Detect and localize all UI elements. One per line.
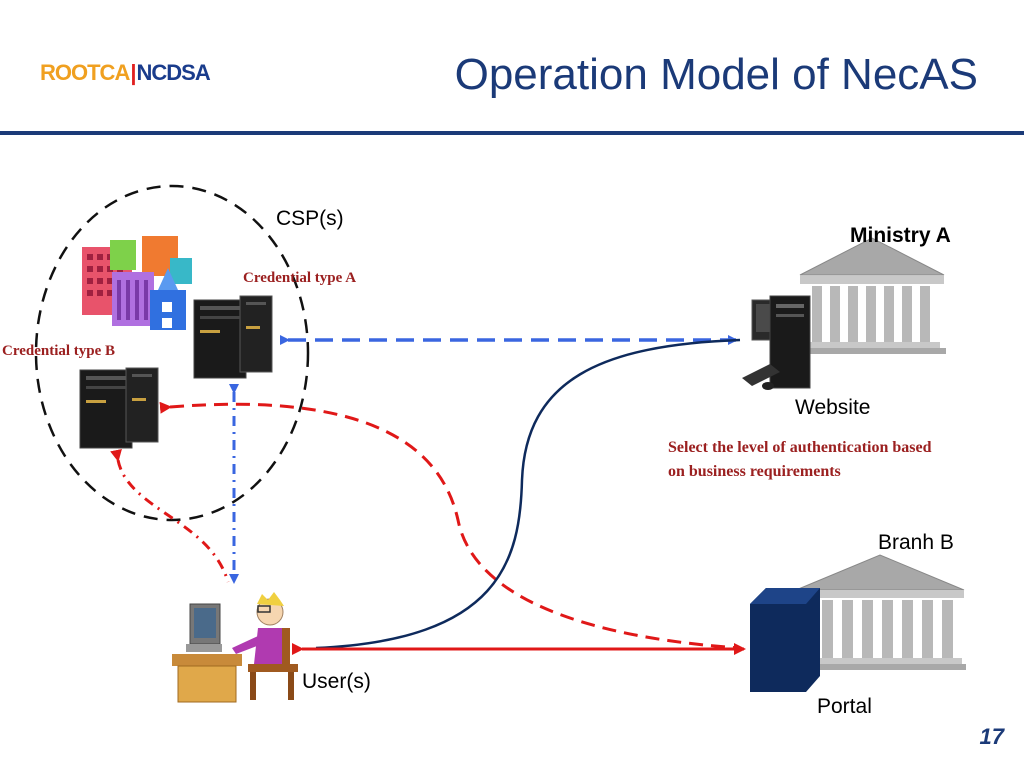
logo-separator: | xyxy=(130,60,136,85)
csp-label: CSP(s) xyxy=(276,207,344,230)
computer-tower-icon xyxy=(742,295,811,390)
branch-label: Branh B xyxy=(878,531,954,554)
server-icon xyxy=(193,295,273,379)
page-title: Operation Model of NecAS xyxy=(454,50,978,99)
portal-label: Portal xyxy=(817,695,872,718)
logo-rootca: ROOTCA xyxy=(40,60,130,85)
credential-portal-connector xyxy=(159,401,741,650)
server-icon xyxy=(79,367,159,449)
credential-type-b-label: Credential type B xyxy=(2,343,116,359)
ministry-label: Ministry A xyxy=(850,224,951,247)
note-line-1: Select the level of authentication based xyxy=(668,439,932,456)
csp-boundary xyxy=(34,184,310,522)
government-building-icon xyxy=(794,554,966,670)
website-label: Website xyxy=(795,396,871,419)
credential-user-connector xyxy=(110,449,230,583)
note-line-2: on business requirements xyxy=(668,463,841,480)
page-number: 17 xyxy=(979,724,1004,749)
logo: ROOTCA|NCDSA xyxy=(40,60,211,86)
user-website-connector xyxy=(315,338,741,650)
government-building-icon xyxy=(798,237,946,354)
authentication-note: Select the level of authentication based… xyxy=(668,436,932,484)
portal-box-icon xyxy=(750,588,820,692)
user-at-computer-icon xyxy=(172,592,298,703)
credential-type-a-label: Credential type A xyxy=(243,270,357,286)
users-label: User(s) xyxy=(302,670,371,693)
csp-buildings-icon xyxy=(82,236,192,330)
title-divider xyxy=(0,131,1024,135)
logo-ncdsa: NCDSA xyxy=(136,60,210,85)
